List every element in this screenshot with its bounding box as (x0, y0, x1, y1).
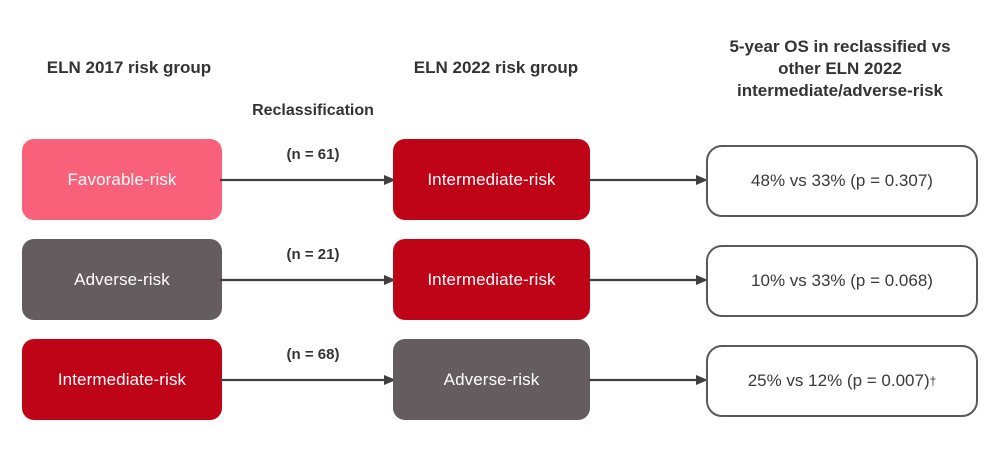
eln-2022-node-label: Intermediate-risk (427, 169, 556, 189)
column-header-five-year-os-line-3: intermediate/adverse-risk (737, 81, 943, 100)
eln-2017-node-adverse-risk: Adverse-risk (22, 239, 222, 320)
column-header-five-year-os-line-1: 5-year OS in reclassified vs (729, 37, 951, 56)
eln-2022-node-intermediate-risk-row-1: Intermediate-risk (393, 139, 590, 220)
eln-2017-node-favorable-risk: Favorable-risk (22, 139, 222, 220)
reclassification-count-row-2: (n = 21) (286, 246, 340, 263)
eln-2017-node-label: Adverse-risk (74, 269, 170, 289)
arrow-left-to-middle-row-1 (220, 173, 396, 187)
arrow-middle-to-outcome-row-3 (589, 373, 708, 387)
column-header-five-year-os: 5-year OS in reclassified vs other ELN 2… (690, 36, 990, 102)
reclassification-count-row-1: (n = 61) (286, 146, 340, 163)
arrow-left-to-middle-row-3 (220, 373, 396, 387)
eln-2017-node-intermediate-risk: Intermediate-risk (22, 339, 222, 420)
column-header-eln-2022: ELN 2022 risk group (413, 58, 579, 77)
column-header-five-year-os-line-2: other ELN 2022 (778, 59, 902, 78)
eln-2022-node-label: Intermediate-risk (427, 269, 556, 289)
reclassification-label: Reclassification (252, 102, 374, 119)
outcome-text-row-3: 25% vs 12% (p = 0.007) (747, 371, 930, 390)
arrow-left-to-middle-row-2 (220, 273, 396, 287)
outcome-text-row-1: 48% vs 33% (p = 0.307) (751, 171, 933, 190)
eln-2017-node-label: Intermediate-risk (57, 369, 187, 389)
reclassification-count-row-3: (n = 68) (286, 346, 340, 363)
outcome-box-row-1: 48% vs 33% (p = 0.307) (706, 145, 978, 217)
column-header-eln-2017: ELN 2017 risk group (46, 58, 212, 77)
arrow-middle-to-outcome-row-2 (589, 273, 708, 287)
eln-2022-node-label: Adverse-risk (443, 369, 540, 389)
eln-2022-node-adverse-risk: Adverse-risk (393, 339, 590, 420)
outcome-box-row-3: 25% vs 12% (p = 0.007)† (706, 345, 978, 417)
outcome-box-row-2: 10% vs 33% (p = 0.068) (706, 245, 978, 317)
eln-2017-node-label: Favorable-risk (67, 169, 177, 189)
arrow-middle-to-outcome-row-1 (589, 173, 708, 187)
outcome-text-row-2: 10% vs 33% (p = 0.068) (751, 271, 933, 290)
eln-2022-node-intermediate-risk-row-2: Intermediate-risk (393, 239, 590, 320)
